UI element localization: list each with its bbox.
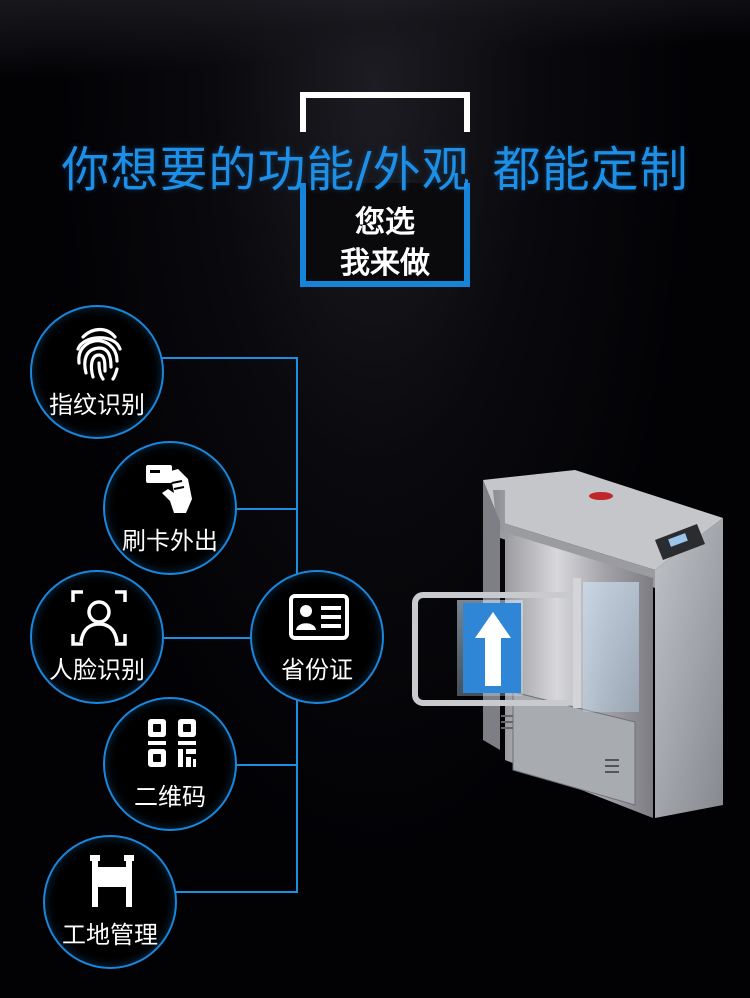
card-swipe-icon [146,465,192,513]
feature-label: 二维码 [134,783,206,811]
connector-branch-qr [236,764,298,766]
feature-card-swipe: 刷卡外出 [103,441,237,575]
feature-qr-code: 二维码 [103,697,237,831]
headline: 你想要的功能/外观都能定制 [0,130,750,200]
feature-label: 指纹识别 [49,391,145,419]
feature-label: 工地管理 [62,921,158,949]
connector-branch-fingerprint [160,357,298,359]
feature-label: 省份证 [281,656,353,684]
feature-label: 刷卡外出 [122,527,218,555]
slogan-line2: 我来做 [340,246,430,281]
headline-part2: 都能定制 [492,142,689,198]
feature-fingerprint: 指纹识别 [30,305,164,439]
connector-branch-card [236,508,298,510]
swing-turnstile-gate [412,470,723,818]
construction-site-icon [90,855,134,907]
ceiling-background [0,0,750,83]
feature-id-card: 省份证 [250,570,384,704]
connector-branch-site [160,891,298,893]
connector-branch-face [160,637,298,639]
slogan-frame-top [300,92,470,132]
fingerprint-icon [76,327,122,381]
face-recognition-icon [71,590,127,646]
slogan-line1: 您选 [355,205,415,240]
qr-code-icon [148,719,196,767]
id-card-icon [289,594,349,640]
feature-label: 人脸识别 [49,656,145,684]
feature-construction-site: 工地管理 [43,835,177,969]
feature-face-recognition: 人脸识别 [30,570,164,704]
headline-part1: 你想要的功能/外观 [61,142,471,198]
slogan-frame-bottom [300,183,470,287]
